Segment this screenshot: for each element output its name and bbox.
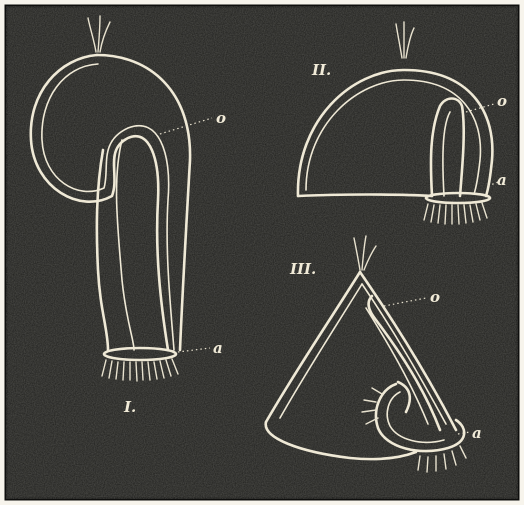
figure-one-label-a: a — [213, 339, 223, 357]
figure-one-numeral: I. — [123, 398, 136, 416]
figure-three-label-o: o — [430, 288, 440, 306]
figure-two-label-o: o — [497, 92, 507, 110]
figure-two-numeral: II. — [311, 61, 331, 79]
figure-three-label-a: a — [472, 424, 482, 442]
figure-two-label-a: a — [497, 171, 507, 189]
figure-two-floor — [298, 195, 432, 197]
figure-three-numeral: III. — [289, 260, 316, 278]
figure-one-label-o: o — [216, 109, 226, 127]
plate-grain — [6, 6, 518, 499]
